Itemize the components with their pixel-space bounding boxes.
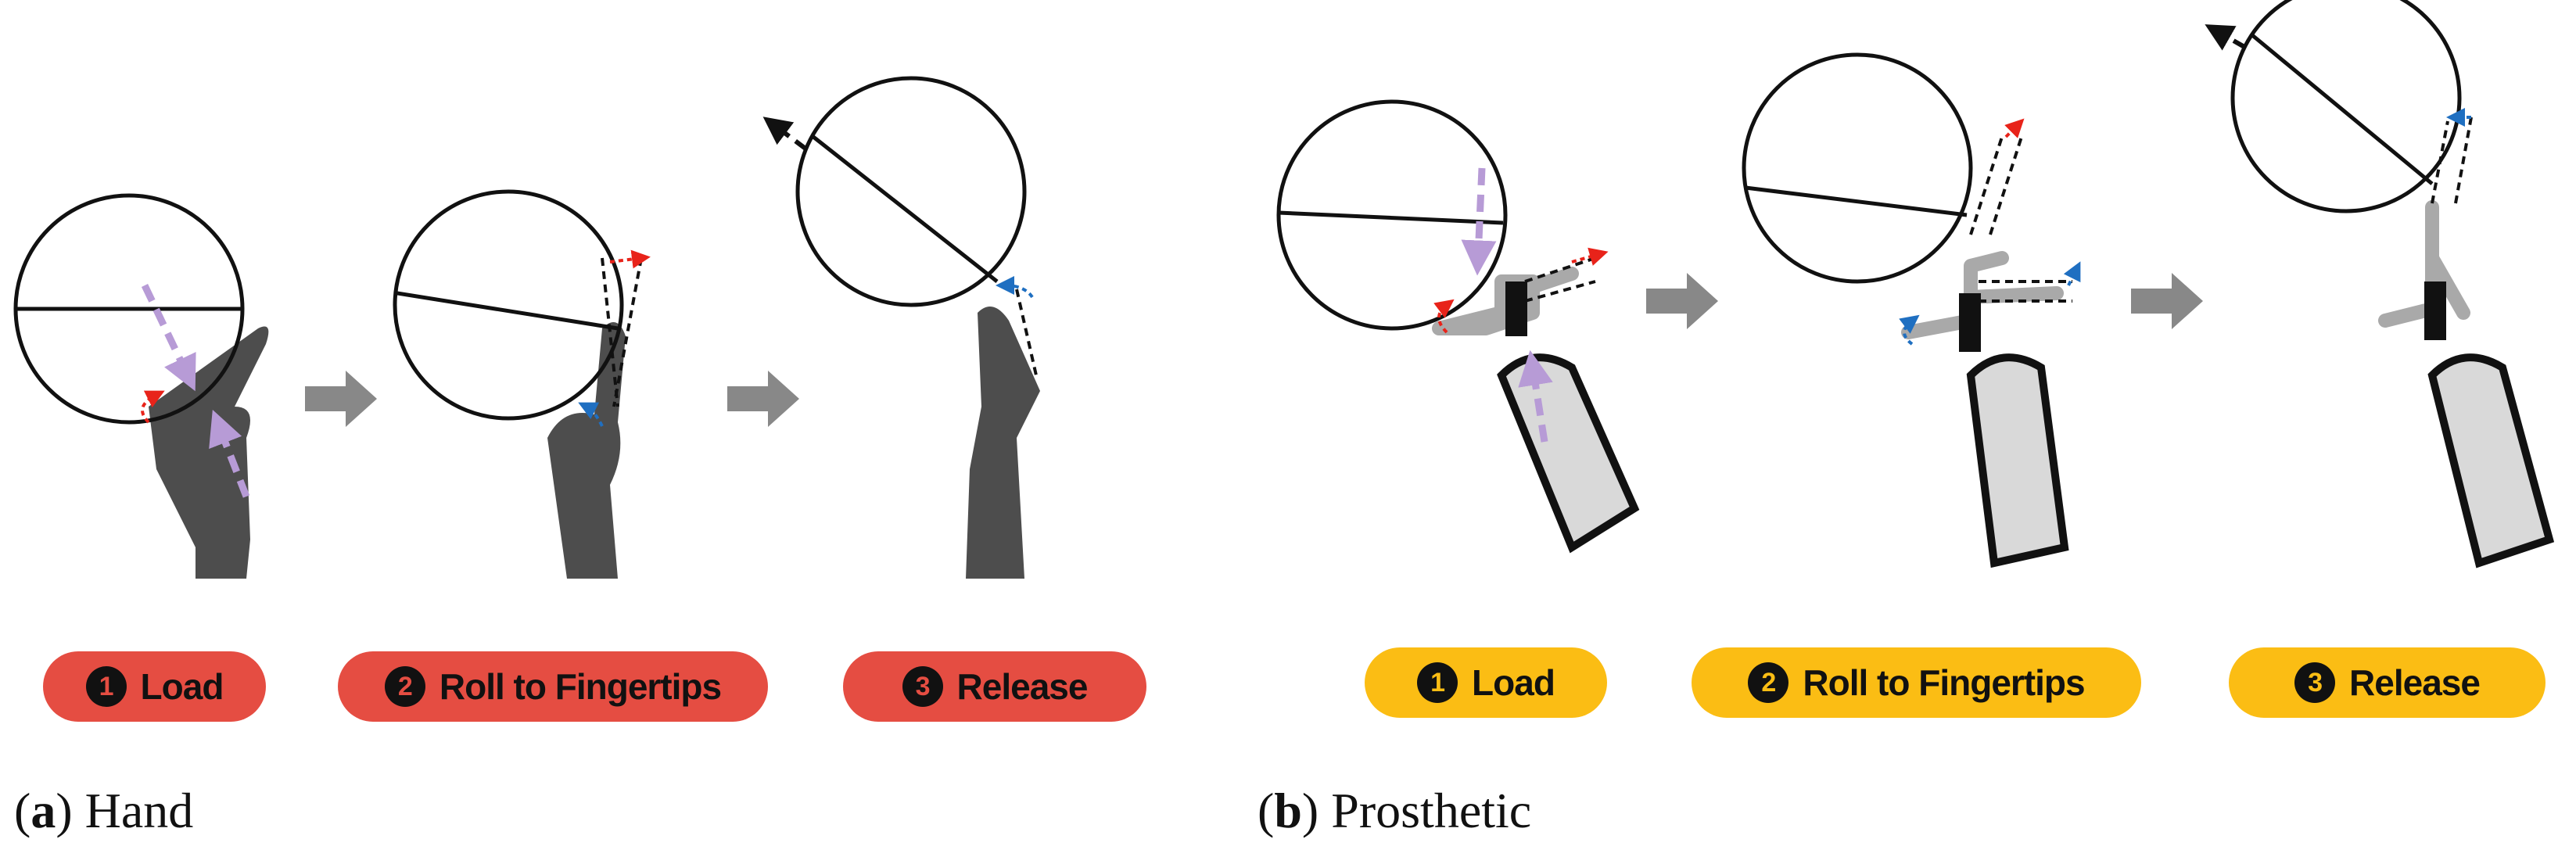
step-label: Roll to Fingertips [1803,662,2085,703]
release-direction-arrow [762,117,807,151]
wrist-joint [2424,281,2446,340]
finger-line [1969,136,2004,235]
ball-diameter [1745,185,1968,217]
finger-line [612,257,643,407]
step-pill-roll: 2 Roll to Fingertips [1692,647,2141,718]
rotation-marker-red [2004,118,2025,138]
finger-line [2431,120,2449,204]
step-number: 2 [384,666,425,707]
step-pill-release: 3 Release [843,651,1146,722]
gripper [1901,251,2064,339]
step-number: 3 [2294,662,2336,703]
step-pill-release: 3 Release [2229,647,2546,718]
ball [393,189,624,421]
step-number: 3 [902,666,943,707]
step-label: Release [956,666,1089,707]
rotation-marker-blue [1899,314,1920,346]
socket [2427,353,2555,568]
ball [1276,99,1508,331]
socket [1497,353,1640,554]
finger-line [1989,136,2023,235]
rotation-marker-red [609,249,651,269]
caption-text: Hand [84,783,194,838]
load-force-arrow [209,410,250,498]
rotation-marker-blue [996,276,1034,299]
caption-text: Prosthetic [1331,783,1532,838]
step-label: Release [2349,662,2481,703]
step-number: 2 [1748,662,1789,703]
ball [795,76,1027,307]
step-number: 1 [85,666,127,707]
prosthetic-step2-illustration [1742,52,2081,568]
caption-letter: a [30,783,56,838]
release-direction-arrow [2205,24,2246,51]
hand-shape [547,322,626,579]
finger-line [1015,289,1038,376]
hand-shape [966,307,1040,579]
step-arrow [305,371,377,427]
step-arrow [727,371,799,427]
caption-prosthetic: (b) Prosthetic [1258,783,1532,838]
hand-shape [149,326,269,579]
wrist-joint [1505,281,1527,336]
wrist-joint [1959,293,1981,352]
load-force-arrow [1461,167,1497,276]
step-pill-load: 1 Load [43,651,266,722]
hand-step3-illustration [762,76,1040,579]
ball [1742,52,1973,284]
caption-letter: b [1274,783,1302,838]
ball-diameter [812,135,999,283]
step-arrow [2131,273,2203,329]
ball [2230,0,2462,213]
rotation-marker-red [141,390,165,424]
socket [1966,353,2069,568]
step-pill-load: 1 Load [1365,647,1607,718]
step-label: Load [140,666,224,707]
step-pill-roll: 2 Roll to Fingertips [338,651,768,722]
finger-line [1524,280,1596,303]
ball [13,193,245,425]
rotation-marker-red [1433,299,1455,334]
step-label: Load [1472,662,1555,703]
prosthetic-step3-illustration [2205,0,2555,568]
step-arrow [1646,273,1718,329]
step-number: 1 [1417,662,1458,703]
hand-step1-illustration [13,193,269,579]
ball-diameter [1278,210,1504,225]
caption-hand: (a) Hand [14,783,194,838]
ball-diameter [2251,34,2434,185]
rotation-marker-blue [2063,261,2081,286]
finger-line [601,257,619,407]
prosthetic-step1-illustration [1276,99,1640,554]
load-force-arrow [141,284,196,392]
hand-step2-illustration [393,189,651,579]
step-label: Roll to Fingertips [439,666,722,707]
finger-line [2454,117,2473,204]
rotation-marker-blue [578,402,604,427]
ball-diameter [396,291,619,331]
load-force-arrow [1518,350,1553,443]
